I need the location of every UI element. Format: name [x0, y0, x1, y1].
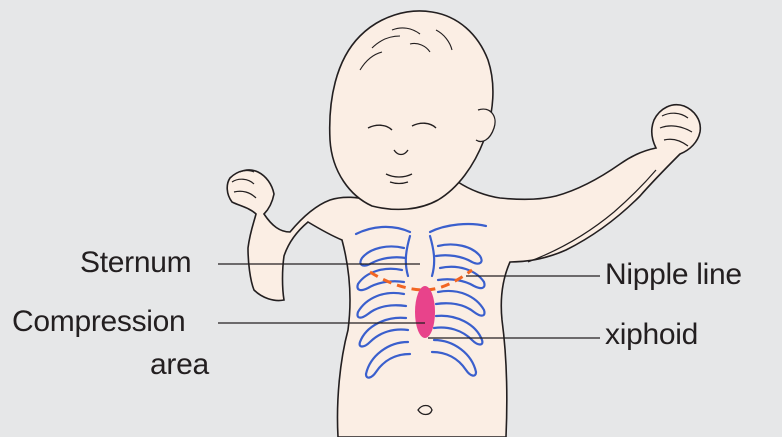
sternum-label: Sternum [80, 246, 191, 280]
xiphoid-label: xiphoid [605, 318, 698, 352]
nipple-line-label: Nipple line [605, 258, 742, 292]
infant-head [330, 11, 493, 209]
compression-area-label-line2: area [150, 348, 209, 382]
ear [476, 109, 495, 141]
compression-area-marker [415, 286, 435, 338]
compression-area-label-line1: Compression [12, 305, 185, 339]
